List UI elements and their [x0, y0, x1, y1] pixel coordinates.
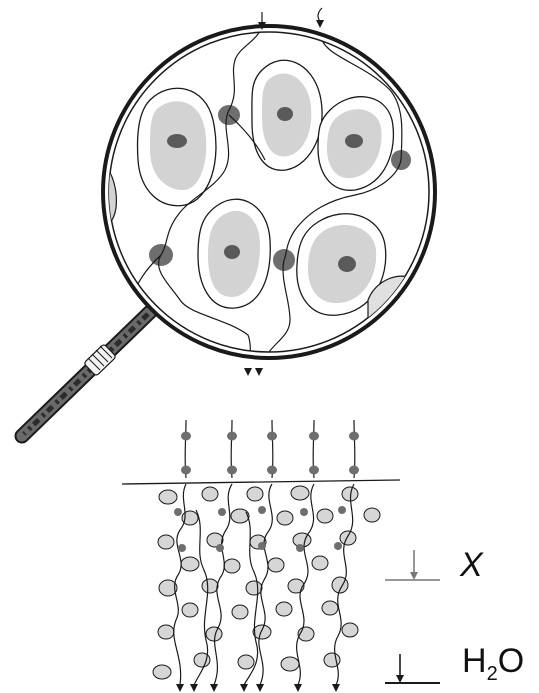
- h2o-h: H: [462, 642, 487, 680]
- cell: [138, 88, 216, 205]
- h2o-level-marker: [385, 654, 440, 683]
- h2o-subscript: 2: [487, 663, 498, 685]
- cell: [198, 199, 270, 308]
- surface-line: [122, 480, 400, 484]
- magnifying-glass-icon: [22, 8, 435, 436]
- lens-handle: [22, 312, 150, 436]
- water-level-label: H2O: [462, 642, 524, 681]
- soil-particles: [153, 486, 380, 679]
- stem-knots: [181, 432, 359, 475]
- x-level-label: X: [460, 546, 483, 585]
- soil-profile: [122, 420, 400, 692]
- root-arrowheads: [176, 684, 340, 692]
- h2o-o: O: [498, 642, 524, 680]
- x-level-marker: [385, 550, 440, 580]
